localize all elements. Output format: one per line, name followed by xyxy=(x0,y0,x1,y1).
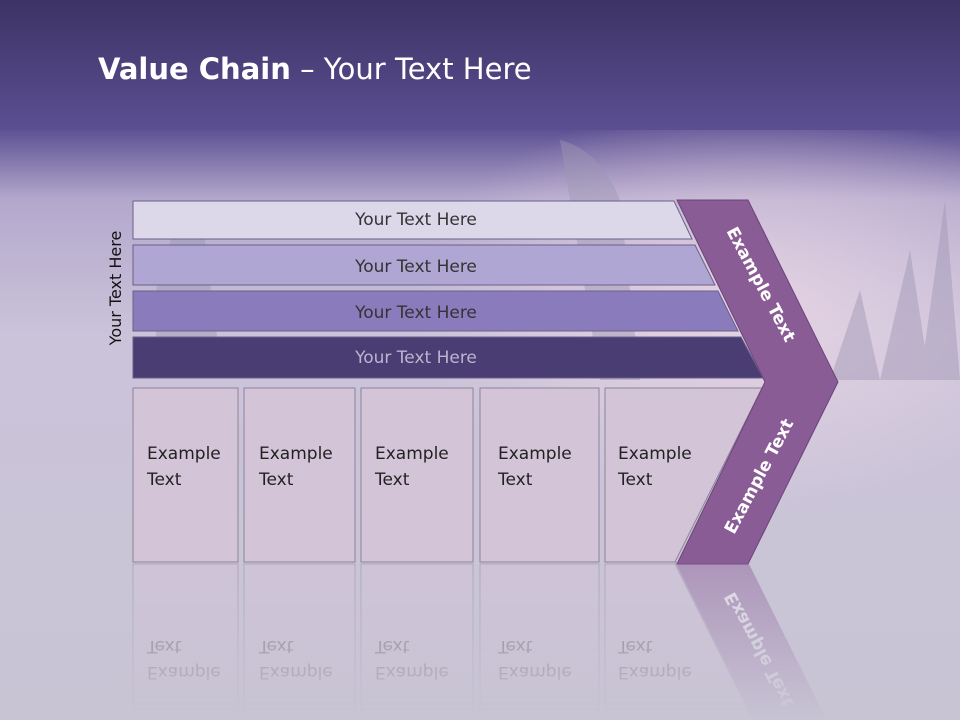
reflection-box-5-line2: Text xyxy=(617,636,653,656)
primary-box-4-line1: Example xyxy=(498,444,572,464)
primary-box-5-line2: Text xyxy=(617,470,653,490)
header-band xyxy=(0,0,960,130)
primary-box-3 xyxy=(360,387,474,563)
slide-title: Value Chain – Your Text Here xyxy=(98,52,532,86)
reflection-box-4-line2: Text xyxy=(497,636,533,656)
primary-box-1-line2: Text xyxy=(146,470,182,490)
primary-box-2-line2: Text xyxy=(258,470,294,490)
side-label: Your Text Here xyxy=(106,231,125,347)
reflection-box-2-line2: Text xyxy=(258,636,294,656)
slide-title-rest: – Your Text Here xyxy=(290,52,532,86)
primary-box-2 xyxy=(243,387,356,563)
support-bar-3-label: Your Text Here xyxy=(354,303,477,323)
primary-box-2-line1: Example xyxy=(259,444,333,464)
reflection-box-3-line2: Text xyxy=(374,636,410,656)
slide-title-bold: Value Chain xyxy=(98,52,291,86)
support-bar-1 xyxy=(132,200,693,240)
primary-box-1-line1: Example xyxy=(147,444,221,464)
primary-box-5-line1: Example xyxy=(618,444,692,464)
diagram-reflection: Example Text Example Text Example Text E… xyxy=(132,562,827,720)
reflection-box-5-line1: Example xyxy=(618,662,692,682)
primary-box-3-line1: Example xyxy=(375,444,449,464)
support-bar-2-label: Your Text Here xyxy=(354,257,477,277)
reflection-box-4-line1: Example xyxy=(498,662,572,682)
reflection-box-1-line1: Example xyxy=(147,662,221,682)
primary-box-1 xyxy=(132,387,239,563)
reflection-box-3-line1: Example xyxy=(375,662,449,682)
support-bar-2 xyxy=(132,244,716,286)
reflection-box-1-line2: Text xyxy=(146,636,182,656)
primary-box-4 xyxy=(479,387,600,563)
primary-box-4-line2: Text xyxy=(497,470,533,490)
support-bar-3 xyxy=(132,290,739,332)
support-bar-4-label: Your Text Here xyxy=(354,348,477,368)
support-bar-1-label: Your Text Here xyxy=(354,210,477,230)
reflection-box-2-line1: Example xyxy=(259,662,333,682)
primary-box-3-line2: Text xyxy=(374,470,410,490)
